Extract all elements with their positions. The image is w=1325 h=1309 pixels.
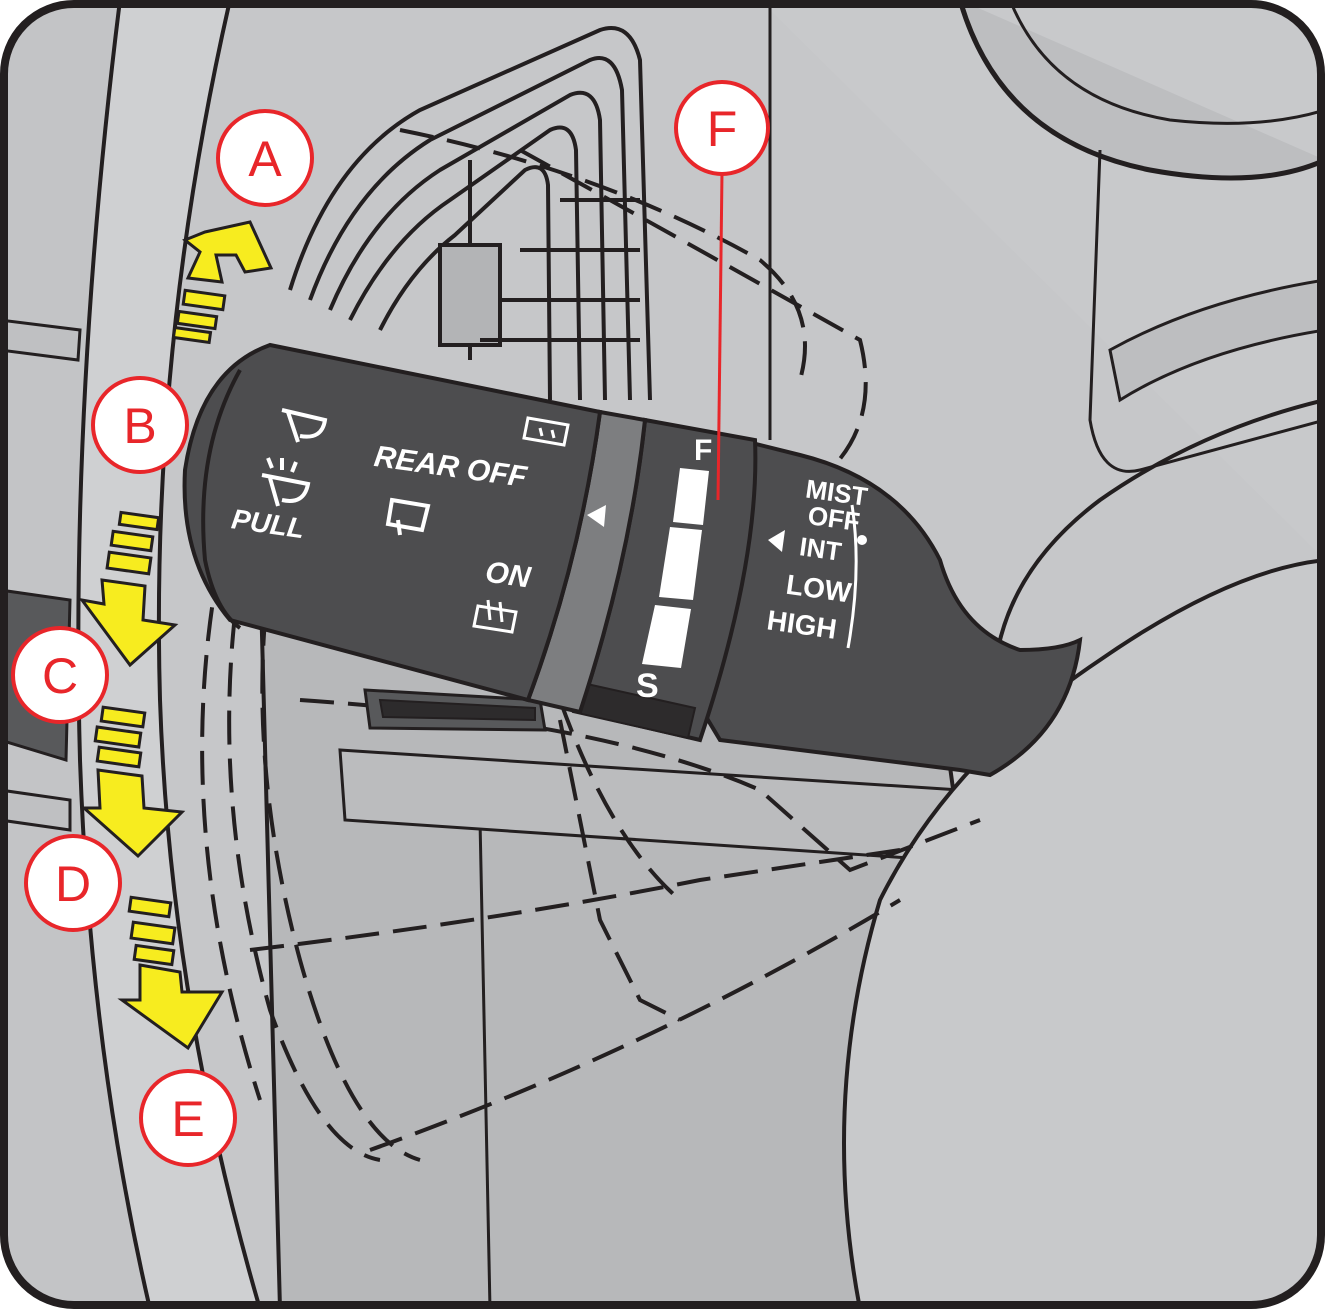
callout-d: D [24, 834, 122, 932]
mode-int-label: INT [798, 531, 844, 567]
mode-scale-line [846, 504, 858, 649]
mode-scale-dot [857, 535, 867, 545]
callout-c: C [11, 626, 109, 724]
rear-wiper-icon [385, 497, 431, 536]
vent-grille [288, 26, 652, 401]
callout-a-letter: A [248, 131, 282, 187]
arrow-down-c [78, 510, 179, 668]
callout-e: E [139, 1069, 237, 1167]
callout-b-letter: B [123, 398, 156, 454]
scale-fast-label: F [694, 434, 712, 467]
arrow-down-e [117, 895, 225, 1051]
callout-a: A [216, 109, 314, 207]
callout-c-letter: C [42, 648, 78, 704]
direction-arrow-icon [587, 505, 606, 527]
arrow-up-a [171, 220, 274, 345]
callout-b: B [91, 376, 189, 474]
rear-washer-icon [522, 416, 570, 447]
callout-f-letter: F [707, 101, 738, 157]
front-wiper-icon [281, 408, 328, 443]
callout-f-leader [716, 171, 724, 501]
wiper-lever[interactable]: REAR OFF PULL ON F S MIST OFF INT LOW HI… [182, 342, 1083, 778]
lever-motion-dashes [200, 128, 981, 1162]
arrow-down-d [80, 705, 186, 859]
direction-arrow-icon [768, 530, 785, 552]
callout-e-letter: E [171, 1091, 204, 1147]
scale-slow-label: S [636, 667, 659, 705]
rear-washer-on-icon [472, 599, 518, 634]
callout-f: F [674, 80, 770, 176]
on-label: ON [483, 556, 533, 595]
washer-spray-icon [261, 457, 311, 507]
callout-d-letter: D [55, 856, 91, 912]
